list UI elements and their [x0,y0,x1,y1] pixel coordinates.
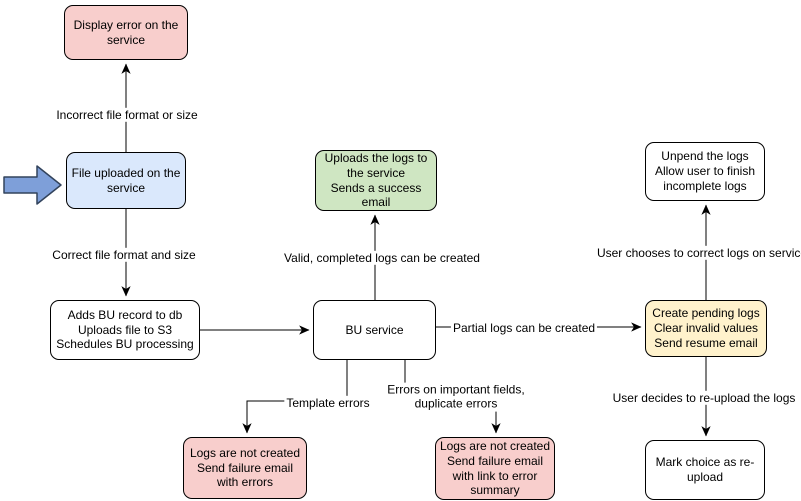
edge-label-valid-completed: Valid, completed logs can be created [282,250,482,266]
node-unpend-logs: Unpend the logs Allow user to finish inc… [645,142,765,201]
node-create-pending-logs-label: Create pending logs Clear invalid values… [652,306,760,350]
node-logs-not-created-errors: Logs are not created Send failure email … [183,437,307,499]
edge-label-user-corrects: User chooses to correct logs on service [594,245,801,261]
entry-block-arrow-icon [3,165,62,205]
node-logs-not-created-link: Logs are not created Send failure email … [435,437,555,500]
node-mark-choice-label: Mark choice as re- upload [655,455,755,484]
node-bu-service-label: BU service [345,322,404,337]
node-uploads-logs: Uploads the logs to the service Sends a … [315,150,437,211]
edge-label-user-reuploads: User decides to re-upload the logs [610,390,798,406]
node-display-error: Display error on the service [64,5,188,60]
node-mark-choice: Mark choice as re- upload [645,440,765,500]
edge-label-correct-format: Correct file format and size [50,247,198,263]
node-uploads-logs-label: Uploads the logs to the service Sends a … [324,151,428,210]
node-unpend-logs-label: Unpend the logs Allow user to finish inc… [654,149,756,193]
edge-label-incorrect-format: Incorrect file format or size [54,107,200,123]
edge-label-template-errors: Template errors [284,395,372,411]
node-adds-bu-record-label: Adds BU record to db Uploads file to S3 … [56,307,194,352]
node-adds-bu-record: Adds BU record to db Uploads file to S3 … [50,300,200,360]
node-bu-service: BU service [313,300,436,360]
node-display-error-label: Display error on the service [73,17,179,47]
node-logs-not-created-errors-label: Logs are not created Send failure email … [189,445,301,490]
edge-label-important-fields: Errors on important fields, duplicate er… [385,382,527,412]
node-file-uploaded: File uploaded on the service [66,152,186,209]
node-file-uploaded-label: File uploaded on the service [71,165,181,195]
edge-label-partial-logs: Partial logs can be created [450,320,598,336]
node-logs-not-created-link-label: Logs are not created Send failure email … [439,439,551,498]
node-create-pending-logs: Create pending logs Clear invalid values… [645,300,767,357]
